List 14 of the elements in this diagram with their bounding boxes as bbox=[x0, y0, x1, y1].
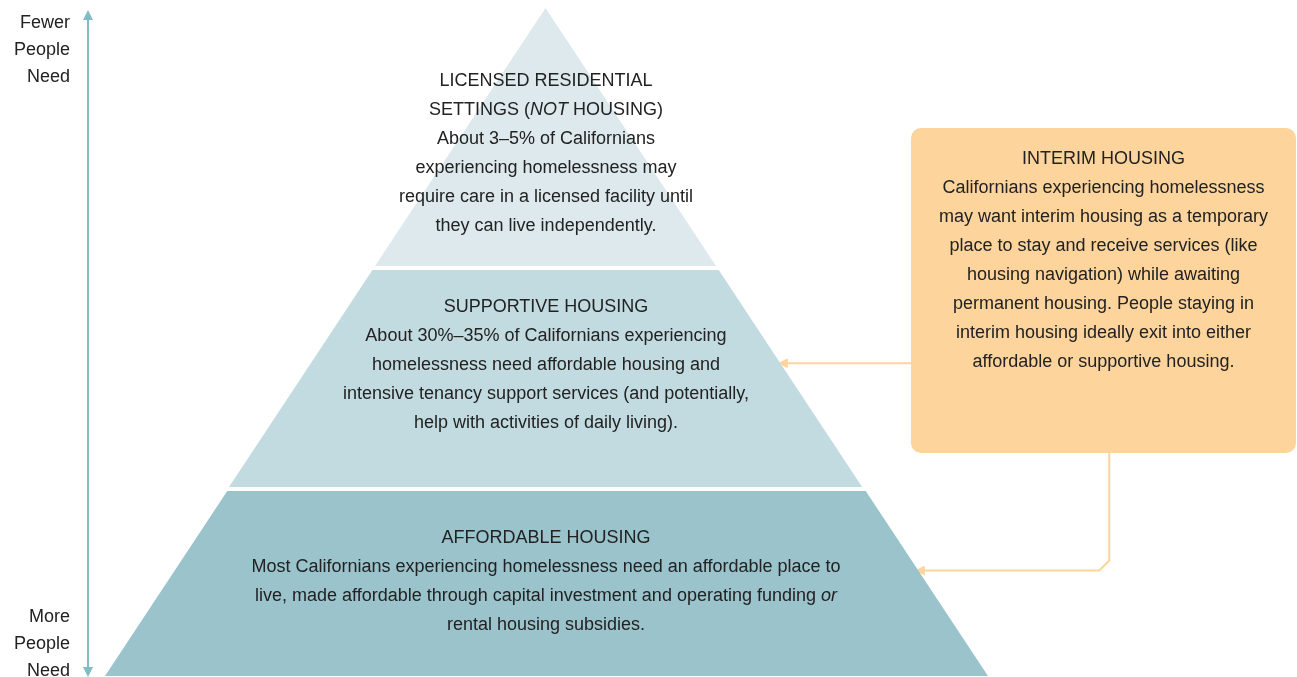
axis-label: More People Need bbox=[12, 605, 70, 677]
pyramid-top-tier bbox=[375, 8, 717, 266]
tier-description: About 3–5% of Californians experiencing homelessness may require care in a licensed facility until they can live independently. bbox=[397, 127, 695, 237]
tier-heading: INTERIM HOUSING bbox=[1021, 147, 1186, 170]
tier-heading: SUPPORTIVE HOUSING bbox=[442, 295, 650, 318]
tier-description: Californians experiencing homelessness may want interim housing as a temporary place to stay and receive services (like housing navigation) while awaiting permanent housing. People staying in interim housing ideally exit into either affordable or supportive housing. bbox=[937, 176, 1270, 373]
pyramid-middle-tier bbox=[229, 270, 863, 487]
tier-description: Most Californians experiencing homelessness need an affordable place to live, made affordable through capital investment and operating funding or rental housing subsidies. bbox=[250, 555, 842, 636]
tier-heading: LICENSED RESIDENTIAL SETTINGS (NOT HOUSING) bbox=[427, 69, 664, 121]
pyramid-bottom-tier bbox=[104, 491, 988, 676]
tier-description: About 30%–35% of Californians experiencing homelessness need affordable housing and intensive tenancy support services (and potentially, help with activities of daily living). bbox=[342, 324, 750, 434]
tier-heading: AFFORDABLE HOUSING bbox=[440, 526, 652, 549]
callout-card bbox=[911, 128, 1296, 453]
axis-label: Fewer People Need bbox=[12, 11, 70, 88]
